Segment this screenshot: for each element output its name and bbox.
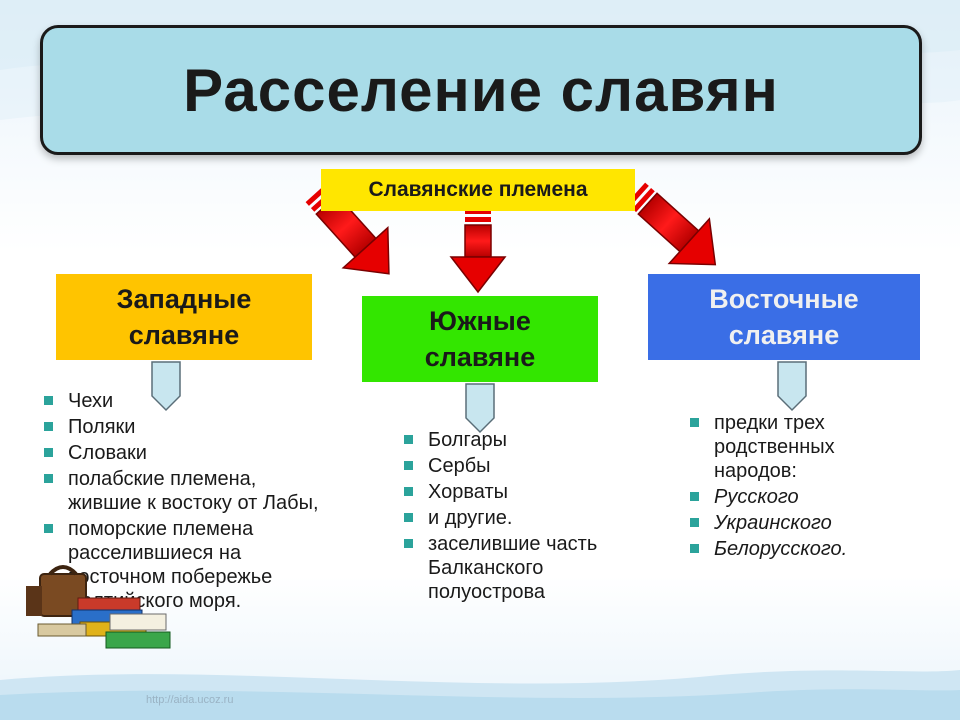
- list-item: полабские племена,жившие к востоку от Ла…: [40, 467, 380, 515]
- list-item: Чехи: [40, 389, 380, 413]
- list-item: и другие.: [400, 506, 650, 530]
- list-item: Словаки: [40, 441, 380, 465]
- list-item: Русского: [686, 485, 926, 509]
- footer-url: http://aida.ucoz.ru: [146, 694, 234, 706]
- list-item: Болгары: [400, 428, 650, 452]
- group-east-line1: Восточные: [709, 284, 859, 314]
- list-item: Белорусского.: [686, 537, 926, 561]
- list-item: Сербы: [400, 454, 650, 478]
- group-west-slavs: Западные славяне: [56, 274, 312, 360]
- south-slavs-list: Болгары Сербы Хорваты и другие. заселивш…: [400, 428, 650, 606]
- title-box: Расселение славян: [40, 25, 922, 155]
- page-title: Расселение славян: [183, 56, 779, 124]
- group-south-slavs: Южные славяне: [362, 296, 598, 382]
- group-east-slavs: Восточные славяне: [648, 274, 920, 360]
- bullet-icon: [404, 513, 413, 522]
- bullet-icon: [44, 448, 53, 457]
- group-east-line2: славяне: [728, 320, 840, 350]
- bullet-icon: [44, 422, 53, 431]
- bullet-icon: [690, 492, 699, 501]
- list-item: Хорваты: [400, 480, 650, 504]
- bullet-icon: [44, 396, 53, 405]
- chevron-east: [777, 361, 807, 412]
- chevron-south: [465, 383, 495, 434]
- bullet-icon: [690, 518, 699, 527]
- bullet-icon: [690, 544, 699, 553]
- list-item: Украинского: [686, 511, 926, 535]
- bullet-icon: [404, 461, 413, 470]
- bullet-icon: [404, 487, 413, 496]
- list-item: Поляки: [40, 415, 380, 439]
- arrow-to-south: [449, 209, 507, 294]
- group-south-line1: Южные: [429, 306, 531, 336]
- group-west-line2: славяне: [128, 320, 240, 350]
- bullet-icon: [404, 539, 413, 548]
- bullet-icon: [690, 418, 699, 427]
- root-label: Славянские племена: [368, 178, 588, 201]
- bullet-icon: [404, 435, 413, 444]
- bullet-icon: [44, 524, 53, 533]
- chevron-west: [151, 361, 181, 412]
- bullet-icon: [44, 474, 53, 483]
- books-illustration: [26, 565, 171, 649]
- group-south-line2: славяне: [424, 342, 536, 372]
- root-node: Славянские племена: [321, 169, 635, 211]
- group-west-line1: Западные: [116, 284, 252, 314]
